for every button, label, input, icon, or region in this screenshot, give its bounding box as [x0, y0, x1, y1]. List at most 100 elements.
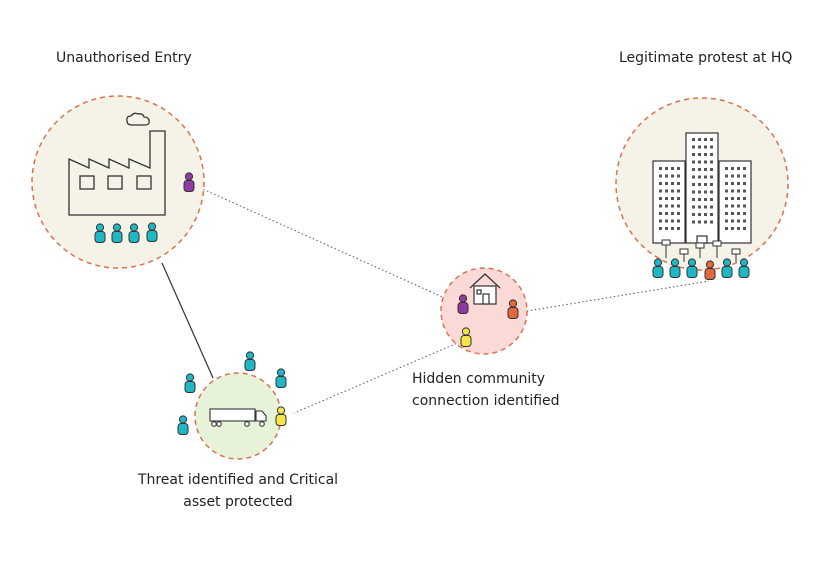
window-icon	[698, 160, 701, 164]
asset-yellow-person-icon[interactable]	[275, 406, 287, 426]
window-icon	[659, 219, 662, 223]
window-icon	[743, 174, 746, 178]
window-icon	[710, 175, 713, 179]
window-icon	[710, 145, 713, 149]
window-icon	[692, 205, 695, 209]
person-icon	[146, 222, 158, 242]
threat-identified-line-2: asset protected	[183, 494, 293, 510]
window-icon	[743, 227, 746, 230]
window-icon	[692, 183, 695, 186]
window-icon	[677, 174, 680, 178]
window-icon	[725, 204, 728, 208]
window-icon	[665, 227, 668, 230]
community-orange-person-icon[interactable]	[507, 299, 519, 319]
window-icon	[692, 160, 695, 164]
window-icon	[710, 198, 713, 201]
window-icon	[692, 168, 695, 171]
window-icon	[725, 182, 728, 185]
window-icon	[671, 189, 674, 193]
window-icon	[710, 160, 713, 164]
window-icon	[677, 227, 680, 230]
window-icon	[737, 219, 740, 223]
window-icon	[704, 198, 707, 201]
window-icon	[659, 197, 662, 200]
person-icon	[721, 258, 733, 278]
window-icon	[692, 190, 695, 194]
window-icon	[659, 174, 662, 178]
window-icon	[731, 219, 734, 223]
critical-asset-node	[177, 351, 287, 460]
window-icon	[710, 213, 713, 216]
window-icon	[692, 198, 695, 201]
person-icon	[111, 223, 123, 243]
window-icon	[659, 189, 662, 193]
window-icon	[698, 138, 701, 141]
window-icon	[659, 204, 662, 208]
edge-community-to-hq	[514, 280, 710, 314]
factory-node	[31, 95, 205, 269]
window-icon	[743, 197, 746, 200]
person-icon	[738, 258, 750, 278]
window-icon	[737, 197, 740, 200]
window-icon	[731, 197, 734, 200]
window-icon	[665, 197, 668, 200]
window-icon	[731, 182, 734, 185]
window-icon	[704, 168, 707, 171]
window-icon	[671, 182, 674, 185]
window-icon	[692, 175, 695, 179]
window-icon	[710, 138, 713, 141]
window-icon	[698, 220, 701, 224]
person-icon	[94, 223, 106, 243]
window-icon	[725, 189, 728, 193]
window-icon	[743, 182, 746, 185]
window-icon	[671, 197, 674, 200]
window-icon	[743, 219, 746, 223]
factory-purple-person-icon[interactable]	[183, 172, 195, 192]
person-icon	[652, 258, 664, 278]
window-icon	[698, 175, 701, 179]
threat-identified-line-1: Threat identified and Critical	[137, 472, 339, 488]
window-icon	[704, 190, 707, 194]
window-icon	[659, 167, 662, 170]
window-icon	[698, 168, 701, 171]
window-icon	[731, 167, 734, 170]
window-icon	[698, 205, 701, 209]
window-icon	[659, 227, 662, 230]
edges	[161, 185, 710, 414]
window-icon	[737, 212, 740, 215]
window-icon	[743, 212, 746, 215]
hidden-connection-line-2: connection identified	[412, 393, 560, 409]
community-yellow-person-icon[interactable]	[460, 327, 472, 347]
window-icon	[743, 204, 746, 208]
window-icon	[725, 197, 728, 200]
window-icon	[665, 167, 668, 170]
window-icon	[671, 204, 674, 208]
threat-identified-label: Threat identified and Critical asset pro…	[128, 469, 348, 513]
unauthorised-entry-label: Unauthorised Entry	[56, 50, 192, 66]
window-icon	[725, 174, 728, 178]
window-icon	[704, 183, 707, 186]
window-icon	[704, 205, 707, 209]
window-icon	[677, 182, 680, 185]
window-icon	[725, 219, 728, 223]
window-icon	[671, 167, 674, 170]
window-icon	[665, 212, 668, 215]
community-node	[440, 267, 528, 355]
window-icon	[710, 190, 713, 194]
window-icon	[698, 145, 701, 149]
hq-node	[615, 97, 789, 280]
window-icon	[671, 174, 674, 178]
person-icon	[184, 373, 196, 393]
window-icon	[704, 160, 707, 164]
person-icon	[669, 258, 681, 278]
window-icon	[692, 153, 695, 156]
hq-orange-person-icon[interactable]	[704, 260, 716, 280]
window-icon	[710, 168, 713, 171]
window-icon	[692, 220, 695, 224]
window-icon	[725, 212, 728, 215]
community-purple-person-icon[interactable]	[457, 294, 469, 314]
window-icon	[737, 167, 740, 170]
person-icon	[275, 368, 287, 388]
window-icon	[677, 204, 680, 208]
window-icon	[659, 212, 662, 215]
